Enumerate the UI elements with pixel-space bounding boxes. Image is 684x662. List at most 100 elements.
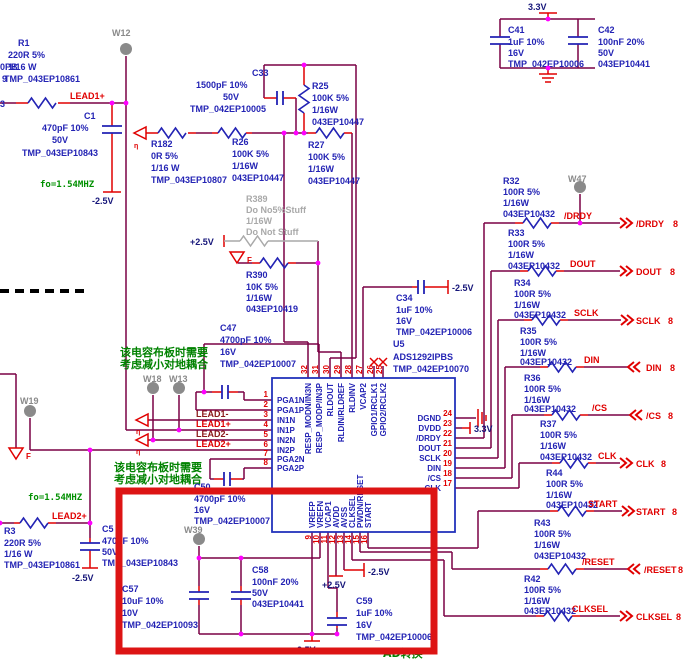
r35-pn: 043EP10432 [520,357,572,367]
offpage-clksel-pg: 8 [676,612,681,622]
ic-pin-number: 19 [443,459,452,468]
tp-w19-label: W19 [20,396,39,406]
testpoint-pad[interactable] [193,533,205,545]
r27-pn: 043EP10447 [308,176,360,186]
cn-note2-l1: 该电容布板时需要 [114,460,202,474]
r1-ref: R1 [18,38,30,48]
r26-pwr: 1/16W [232,161,259,171]
ic-pin-number: 20 [443,449,452,458]
ic-pin-name: GPIO2/RCLK2 [379,382,388,436]
ic-pin-name: AVDD [332,506,341,528]
testpoint-pad[interactable] [147,382,159,394]
r34-pn: 043EP10432 [514,310,566,320]
c5-volt: 50V [102,547,118,557]
flag-triangle-icon [229,251,245,264]
junction-dot [123,100,129,106]
testpoint-pad[interactable] [24,405,36,417]
junction-dot [334,631,340,637]
ic-pin-number: 15 [352,534,361,543]
ic-pin-name: PGA1P [277,406,305,415]
r42-pwr: 1/16W [524,596,551,606]
ic-pin-number: 22 [443,429,452,438]
junction-dot [545,16,551,22]
ic-pin-name: /CS [428,474,442,483]
ic-pin-number: 21 [443,439,452,448]
c47-pn: TMP_042EP10007 [220,359,296,369]
ic-pin-number: 4 [264,420,269,429]
ic-pin-name: /DRDY [416,434,442,443]
c41-volt: 16V [508,48,524,58]
r3-pwr: 1/16 W [4,549,33,559]
testpoint-pad[interactable] [173,382,185,394]
c59-volt: 16V [356,620,372,630]
c33-val: 1500pF 10% [196,80,248,90]
ic-pin-name: SCLK [419,454,441,463]
ic-pin-number: 32 [300,365,309,374]
offpage-cs: /CS [646,411,661,421]
r1-pwr: 1/16 W [8,62,37,72]
ic-pin-name: VCAP1 [324,501,333,528]
offpage-out-icon[interactable] [619,217,633,229]
ic-pin-number: 12 [328,534,337,543]
offpage-drdy-pg: 8 [673,219,678,229]
r35-ref: R35 [520,326,537,336]
testpoint-pad[interactable] [120,43,132,55]
c57-ref: C57 [122,584,139,594]
ic-pin-name: VCAP2 [359,382,368,409]
junction-dot [315,260,321,266]
r390-pwr: 1/16W [246,293,273,303]
r25-pn: 043EP10447 [312,117,364,127]
offpage-out-icon[interactable] [619,457,633,469]
c42-volt: 50V [598,48,614,58]
tp-w12-label: W12 [112,28,131,38]
pwr-m25-2: -2.5V [452,283,474,293]
c47-ref: C47 [220,323,237,333]
tp-w39-label: W39 [184,525,203,535]
offpage-in-icon[interactable] [629,409,643,421]
r27-val: 100K 5% [308,152,345,162]
pwr-33-dvdd: 3.3V [474,424,493,434]
cn-note2-l2: 考虑减小对地耦合 [114,472,203,486]
c5-ref: C5 [102,524,114,534]
r390-ref: R390 [246,270,268,280]
r43-ref: R43 [534,518,551,528]
c57-volt: 10V [122,608,138,618]
net-lead2p-b: LEAD2+ [196,439,231,449]
offpage-in-icon[interactable] [627,563,641,575]
offpage-out-icon[interactable] [620,314,634,326]
junction-dot [301,62,307,68]
cn-note1-l2: 考虑减小对地耦合 [120,357,209,371]
c58-ref: C58 [252,565,269,575]
r26-val: 100K 5% [232,149,269,159]
offpage-out-icon[interactable] [619,265,633,277]
offpage-dout-pg: 8 [670,267,675,277]
offpage-clk-pg: 8 [661,459,666,469]
net-lead1p-b: LEAD1+ [196,419,231,429]
offpage-din: DIN [646,363,662,373]
offpage-out-icon[interactable] [621,505,635,517]
pwr-33-top: 3.3V [528,2,547,12]
ic-u5-body [271,377,456,533]
offpage-out-icon[interactable] [619,610,633,622]
c50-volt: 16V [194,505,210,515]
ic-pin-name: VREFP [308,501,317,528]
c50-pn: TMP_042EP10007 [194,516,270,526]
u5-pn: TMP_042EP10070 [393,364,469,374]
frag-3: 3 [0,99,5,109]
r43-pwr: 1/16W [534,540,561,550]
testpoint-pad[interactable] [574,181,586,193]
ic-pin-name: PWDN/RESET [356,475,365,528]
offpage-in-icon[interactable] [627,361,641,373]
note-fo-1: fo=1.54MHZ [40,180,95,190]
r37-pwr: 1/16W [540,441,567,451]
ic-pin-number: 16 [360,534,369,543]
ic-pin-number: 5 [264,430,269,439]
ic-pin-name: DOUT [418,444,441,453]
c33-ref: C33 [252,68,269,78]
ic-pin-number: 10 [312,534,321,543]
c1-ref: C1 [84,111,96,121]
flag-f-r390: F [247,256,252,265]
net-dout: DOUT [570,259,596,269]
ic-pin-number: 3 [264,410,269,419]
